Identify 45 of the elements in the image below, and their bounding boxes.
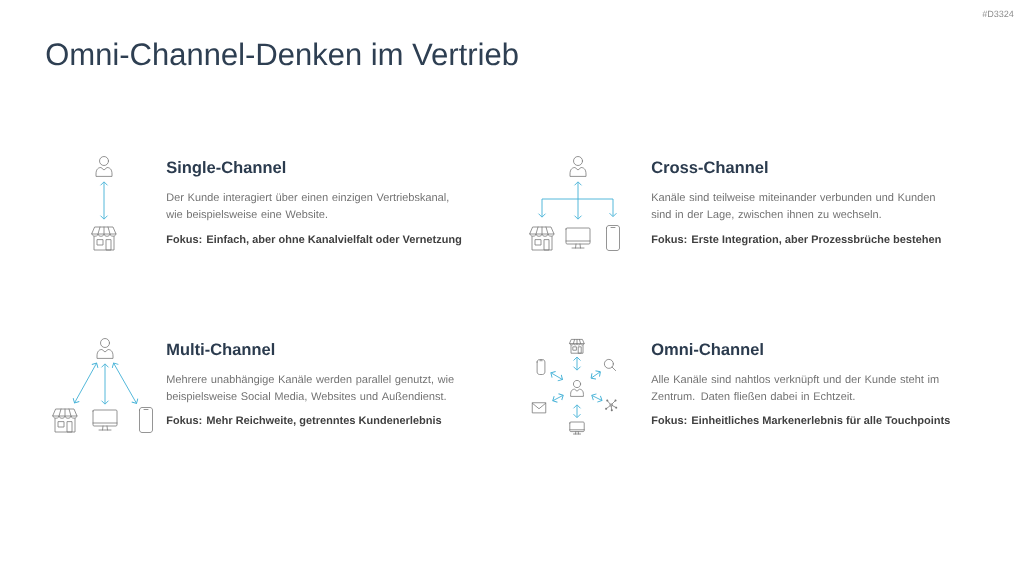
monitor-icon [565,227,591,249]
arrow [574,198,582,220]
description-text: Mehrere unabhängige Kanäle werden parallel genutzt, wie beispielsweise Social Media, Websites und Außendienst. [166,375,454,403]
reference-code: #D3324 [982,10,1014,18]
double-arrow [590,370,601,380]
person-icon [95,156,113,177]
arrow [538,198,579,218]
double-arrow [100,181,108,220]
arrow [577,198,617,218]
monitor-icon [569,421,585,435]
arrow [574,181,582,200]
double-arrow [591,393,603,403]
section-heading: Multi-Channel [167,343,275,356]
double-arrow [573,404,581,419]
section-heading: Omni-Channel [651,343,763,356]
double-arrow [550,371,563,382]
description-text: Alle Kanäle sind nahtlos verknüpft und der Kunde steht im Zentrum. Daten fließen dabei in Echtzeit. [651,375,939,401]
network-icon [605,399,618,412]
search-icon [604,359,617,372]
description-text: Kanäle sind teilweise miteinander verbunden und Kunden sind in der Lage, zwischen ihnen zu wechseln. [651,193,935,221]
phone-icon [606,225,620,251]
person-icon [569,156,587,177]
person-icon [570,380,584,397]
person-icon [96,338,114,359]
store-icon [529,226,555,251]
focus-note: Fokus: Einheitliches Markenerlebnis für alle Touchpoints [651,416,950,427]
double-arrow [573,356,581,371]
focus-note: Fokus: Mehr Reichweite, getrenntes Kundenerlebnis [166,416,442,427]
double-arrow [72,362,99,404]
store-icon [52,408,78,433]
monitor-icon [92,409,118,431]
description-text: Der Kunde interagiert über einen einzigen Vertriebskanal, wie beispielsweise eine Website. [166,193,449,221]
store-icon [569,339,585,354]
focus-note: Fokus: Erste Integration, aber Prozessbrüche bestehen [651,235,941,246]
double-arrow [111,362,139,404]
mail-icon [531,402,547,414]
phone-icon [536,359,546,375]
focus-note: Fokus: Einfach, aber ohne Kanalvielfalt oder Vernetzung [166,235,462,246]
title: Omni-Channel-Denken im Vertrieb [46,42,518,66]
double-arrow [552,393,564,403]
store-icon [91,226,117,251]
phone-icon [139,407,153,433]
double-arrow [101,363,109,405]
section-heading: Single-Channel [166,161,286,177]
section-heading: Cross-Channel [651,161,768,174]
